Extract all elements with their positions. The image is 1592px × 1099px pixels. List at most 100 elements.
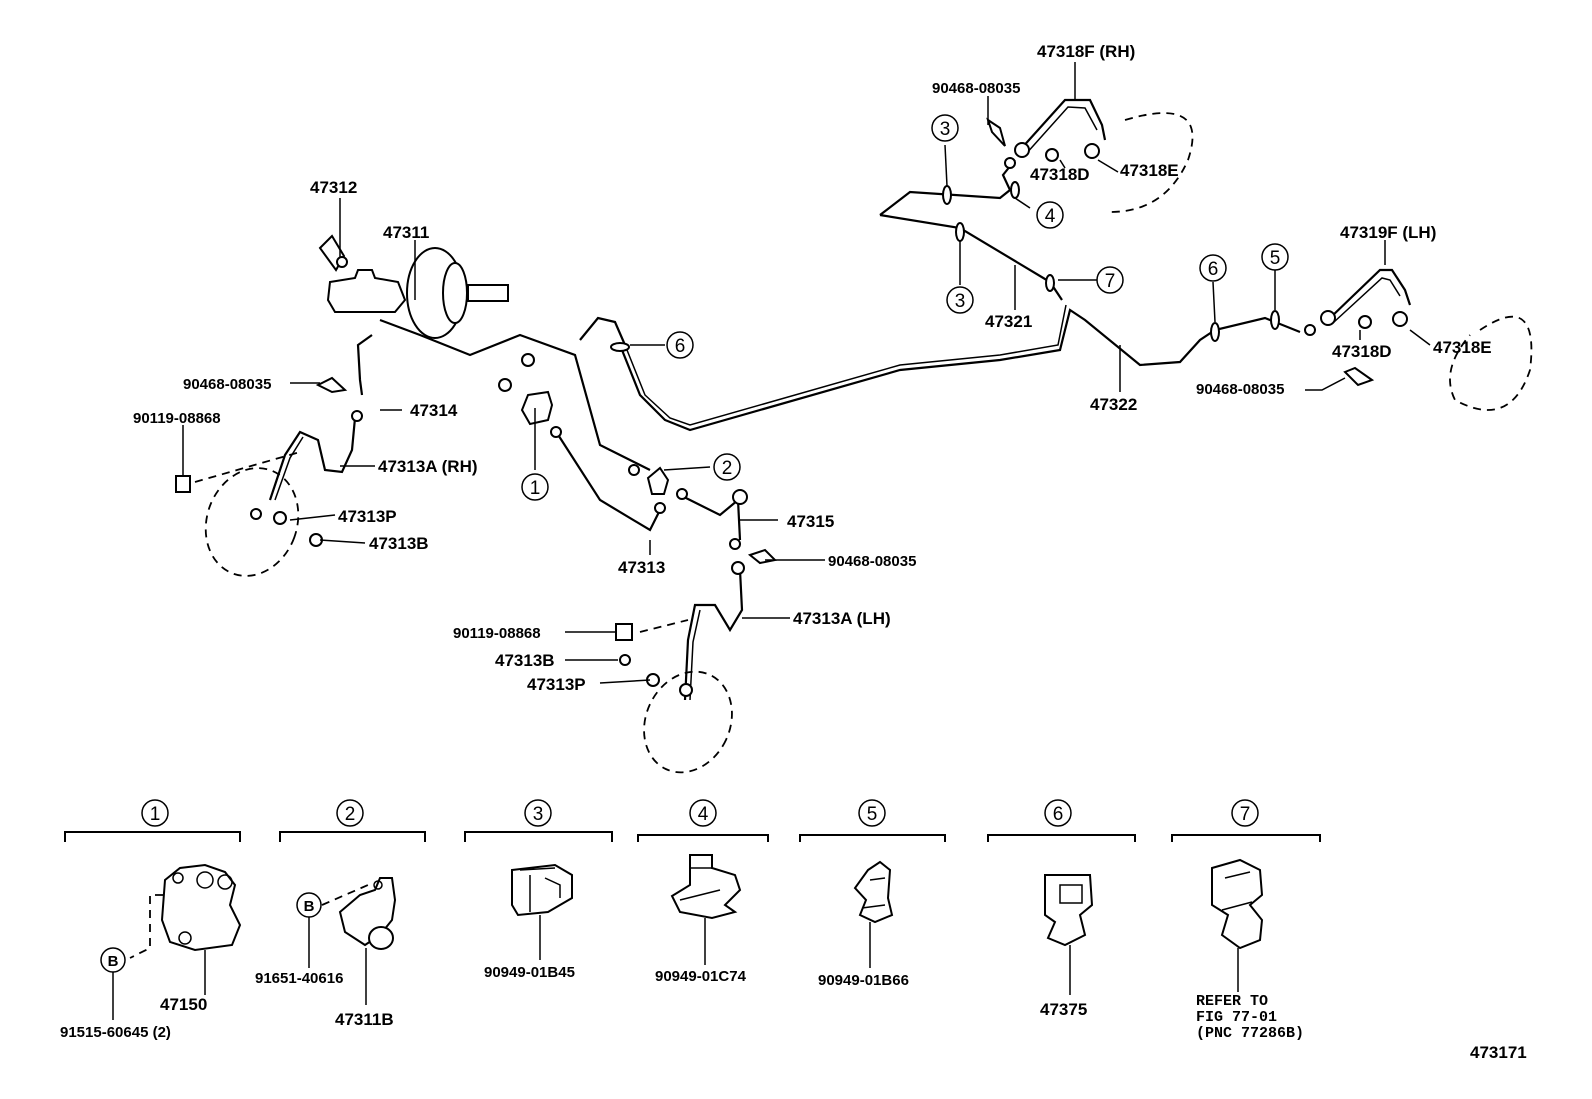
svg-text:B: B [304,898,315,915]
clip-90949-01C74 [670,854,742,920]
label-90468-upper: 90468-08035 [932,80,1020,97]
label-47319F: 47319F (LH) [1340,223,1436,242]
callout-6-rear: 6 [1199,254,1227,282]
tube-47314 [356,334,373,396]
master-cylinder [326,269,407,313]
legend-section-4: 4 90949-01C74 [637,799,769,985]
junction-block [628,464,748,550]
proportioning-valve [498,353,562,438]
legend-part-91651: 91651-40616 [255,970,343,987]
callout-6-front: 6 [666,331,694,359]
booster-pushrod [467,284,509,302]
sheet-number: 473171 [1470,1043,1527,1062]
booster-rim [442,262,468,324]
legend-section-1: 1 B 47150 91515-60645 (2) [60,799,242,1041]
main-tube-long [618,308,1301,432]
label-47314: 47314 [410,401,458,420]
label-47318D-top: 47318D [1030,165,1090,184]
svg-text:1: 1 [530,478,541,499]
label-47318E-right: 47318E [1433,338,1492,357]
label-47318E-top: 47318E [1120,161,1179,180]
label-90468-left: 90468-08035 [183,376,271,393]
legend-part-91515: 91515-60645 (2) [60,1024,171,1041]
svg-text:5: 5 [1270,248,1281,269]
legend-part-90949-01C74: 90949-01C74 [655,968,747,985]
callout-1: 1 [521,473,549,501]
brake-lines [356,159,1301,541]
label-47311: 47311 [383,223,429,242]
rh-front-hose [175,410,363,577]
callout-4: 4 [1036,201,1064,229]
lh-rear-hose [1304,268,1533,411]
legend-ref-line-2: FIG 77-01 [1196,1009,1277,1026]
clip-6-front [610,342,630,352]
tube-47315 [679,494,742,541]
label-47313P-lower: 47313P [527,675,586,694]
leader-lines [182,62,1431,684]
svg-text:3: 3 [940,119,951,140]
legend-part-90949-01B45: 90949-01B45 [484,964,575,981]
legend-ref-line-3: (PNC 77286B) [1196,1025,1304,1042]
main-tube-upper [379,318,651,471]
label-47318D-right: 47318D [1332,342,1392,361]
part-labels: 47318F (RH) 90468-08035 47318D 47318E 47… [133,42,1527,1062]
legend-part-47150: 47150 [160,995,207,1014]
legend-section-7: 7 REFER TO FIG 77-01 (PNC 77286B) [1171,799,1321,1042]
legend-part-90949-01B66: 90949-01B66 [818,972,909,989]
svg-text:B: B [108,953,119,970]
label-47313A-lh: 47313A (LH) [793,609,891,628]
clip-47375 [1044,874,1094,947]
callout-3-upper: 3 [931,114,959,142]
svg-text:7: 7 [1105,271,1116,292]
callout-2: 2 [713,453,741,481]
clip-77286B [1211,858,1264,950]
label-47313B-upper: 47313B [369,534,429,553]
clip-90949-01B66 [853,860,894,924]
label-90468-lower: 90468-08035 [828,553,916,570]
label-47313B-lower: 47313B [495,651,555,670]
callout-5: 5 [1261,243,1289,271]
legend-section-3: 3 90949-01B45 [464,799,613,981]
svg-text:3: 3 [533,804,544,825]
legend: 1 B 47150 91515-60645 (2) 2 B [60,799,1321,1042]
svg-text:6: 6 [675,336,686,357]
label-47315: 47315 [787,512,834,531]
main-tube-upper-shadow [624,304,1067,426]
front-tube-6 [579,316,627,346]
clip-6-rear [1210,322,1220,342]
tube-clips [610,181,1280,352]
tube-47313 [554,429,661,532]
bolt [336,256,348,268]
lh-front-hose [615,561,745,774]
svg-text:5: 5 [867,804,878,825]
svg-text:6: 6 [1208,259,1219,280]
legend-part-47375: 47375 [1040,1000,1087,1019]
clip-5 [1270,310,1280,330]
legend-section-6: 6 47375 [987,799,1136,1019]
clip-4 [1010,181,1020,199]
label-47313: 47313 [618,558,665,577]
legend-section-2: 2 B 91651-40616 47311B [255,799,426,1029]
svg-text:3: 3 [955,291,966,312]
svg-text:4: 4 [1045,206,1056,227]
mid-tube-47321 [879,213,1063,301]
label-47321: 47321 [985,312,1032,331]
proportioning-valve-47150 [160,863,242,952]
svg-text:2: 2 [722,458,733,479]
rh-rear-hose [986,98,1194,213]
callouts: 3 4 3 7 6 5 6 1 [521,114,1289,501]
rh-rear-tube [879,159,1016,216]
clip-3-upper [942,185,952,205]
svg-text:4: 4 [698,804,709,825]
label-47313A-rh: 47313A (RH) [378,457,478,476]
legend-section-5: 5 90949-01B66 [799,799,946,989]
label-90119-upper: 90119-08868 [133,410,221,427]
label-90468-right: 90468-08035 [1196,381,1284,398]
svg-text:2: 2 [345,804,356,825]
svg-text:7: 7 [1240,804,1251,825]
svg-text:1: 1 [150,804,161,825]
label-47318F: 47318F (RH) [1037,42,1135,61]
legend-part-47311B: 47311B [335,1010,394,1029]
label-47322: 47322 [1090,395,1137,414]
master-cylinder-assembly [318,234,509,339]
